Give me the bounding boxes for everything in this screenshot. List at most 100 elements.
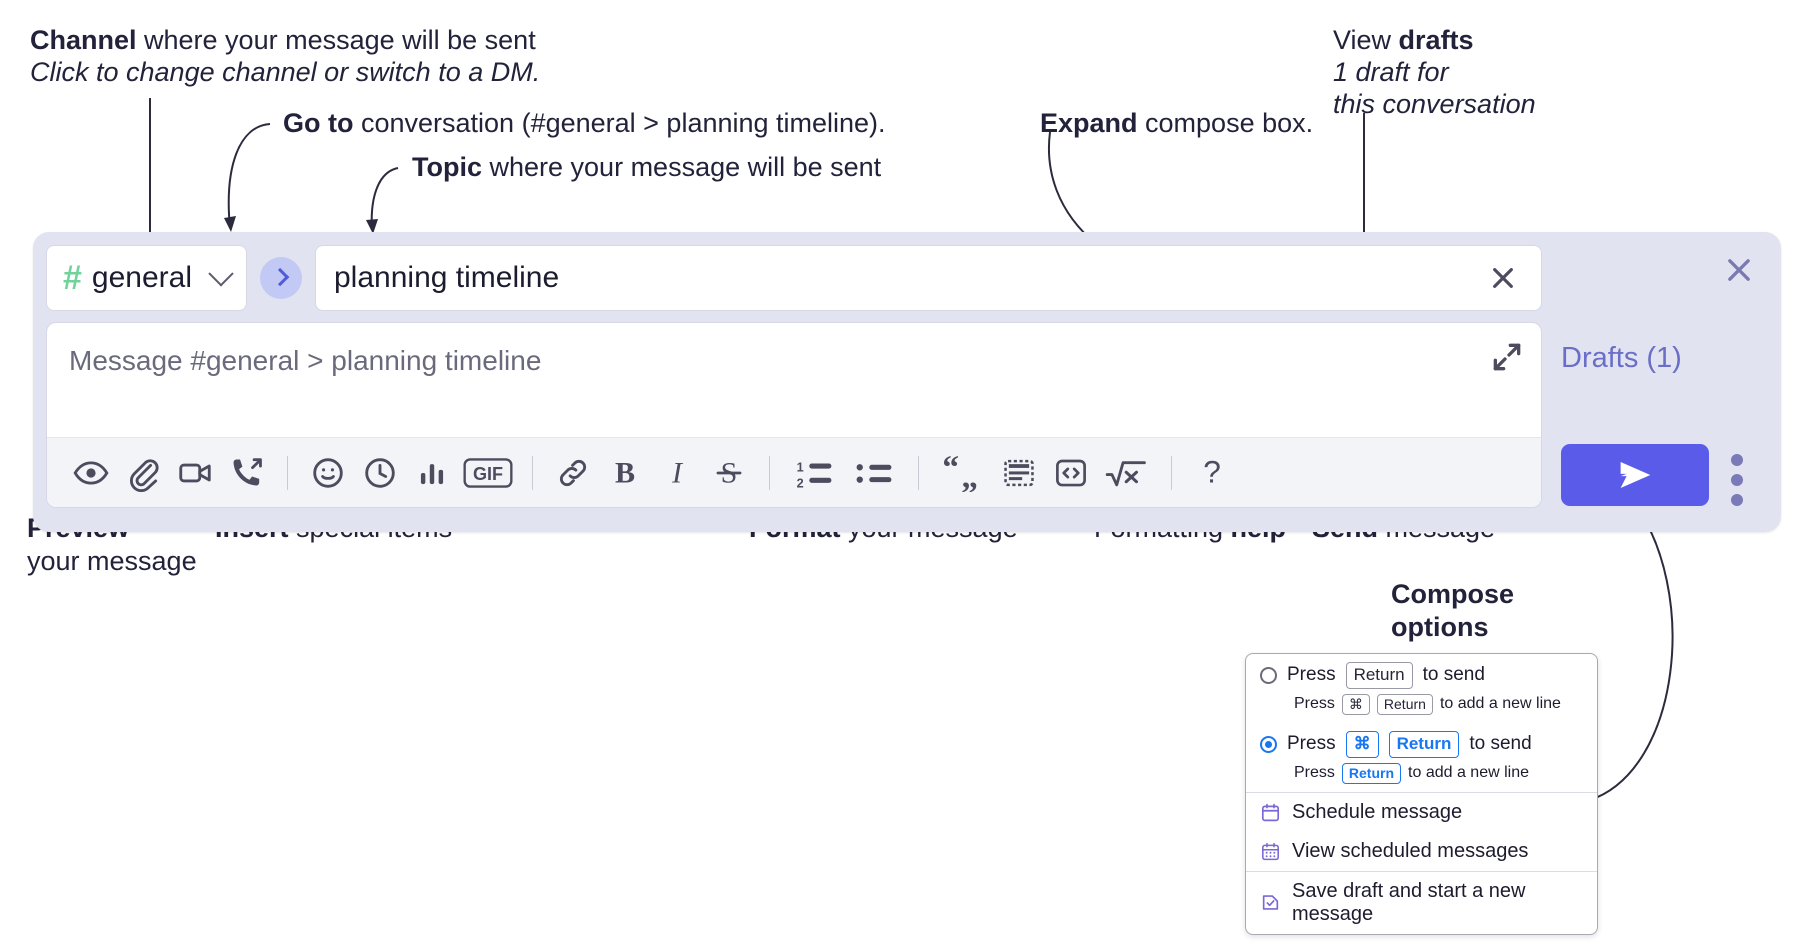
help-icon[interactable]: ? [1186, 447, 1238, 499]
key-return-sub: Return [1341, 762, 1402, 784]
annotation-preview-rest: your message [27, 543, 197, 579]
clock-icon[interactable] [354, 447, 406, 499]
send-option-cmd-return[interactable]: Press ⌘ Return to send Press Return to a… [1246, 723, 1597, 792]
close-icon[interactable] [1719, 250, 1759, 290]
drafts-link[interactable]: Drafts (1) [1561, 342, 1682, 374]
svg-text:„: „ [961, 458, 978, 492]
attachment-icon[interactable] [117, 447, 169, 499]
close-icon[interactable] [1483, 258, 1523, 298]
more-vertical-icon[interactable] [1731, 454, 1743, 506]
message-editor[interactable]: Message #general > planning timeline [46, 322, 1542, 508]
ordered-list-one: 1 [797, 460, 804, 474]
radio-button-return[interactable] [1260, 666, 1277, 684]
compose-main-column: # general planning timeline Message #gen… [46, 245, 1542, 519]
send-option-return-row: Press Return to send [1260, 662, 1583, 689]
send-option-return[interactable]: Press Return to send Press ⌘ Return to a… [1246, 654, 1597, 723]
menu-item-save-draft[interactable]: Save draft and start a new message [1246, 872, 1597, 934]
menu-item-label: Save draft and start a new message [1292, 879, 1526, 925]
send-option-cmd-return-row: Press ⌘ Return to send [1260, 730, 1583, 758]
italic-label: I [671, 455, 684, 489]
channel-name-label: general [91, 261, 192, 294]
gif-label: GIF [473, 463, 503, 483]
annotation-channel-bold: Channel [30, 25, 137, 55]
code-block-icon[interactable] [993, 447, 1045, 499]
formatting-toolbar: GIF B I [47, 437, 1541, 507]
phone-forward-icon[interactable] [221, 447, 273, 499]
press-label: Press [1287, 733, 1336, 755]
key-return-sub: Return [1376, 693, 1433, 715]
compose-box: # general planning timeline Message #gen… [33, 232, 1781, 532]
annotation-compose-options-line1: Compose [1391, 579, 1515, 609]
hash-icon: # [63, 259, 82, 297]
annotation-drafts: View drafts [1333, 22, 1474, 58]
ordered-list-icon[interactable]: 1 2 [784, 447, 844, 499]
toolbar-separator [769, 455, 770, 490]
annotation-expand-rest: compose box. [1137, 108, 1314, 138]
kebab-dot [1731, 474, 1743, 486]
annotation-channel-rest: where your message will be sent [136, 25, 536, 55]
annotation-goto: Go to conversation (#general > planning … [283, 105, 886, 141]
annotation-drafts-sub1: 1 draft for [1333, 54, 1449, 90]
save-draft-icon [1260, 892, 1281, 913]
annotation-expand: Expand compose box. [1040, 105, 1313, 141]
gif-icon[interactable]: GIF [458, 447, 518, 499]
video-icon[interactable] [169, 447, 221, 499]
calendar-grid-icon [1260, 841, 1281, 862]
annotation-drafts-sub2: this conversation [1333, 86, 1536, 122]
annotation-drafts-prefix: View [1333, 25, 1399, 55]
leader-goto [227, 123, 271, 229]
chevron-right-icon [270, 267, 289, 286]
math-icon[interactable] [1097, 447, 1157, 499]
toolbar-separator [287, 455, 288, 490]
send-button[interactable] [1561, 444, 1709, 506]
calendar-icon [1260, 802, 1281, 823]
key-command: ⌘ [1345, 730, 1379, 758]
channel-selector[interactable]: # general [46, 245, 247, 311]
menu-divider [1246, 791, 1597, 793]
poll-icon[interactable] [406, 447, 458, 499]
press-label-sub: Press [1294, 695, 1335, 713]
send-option-cmd-return-hint: Press Return to add a new line [1294, 762, 1583, 784]
strikethrough-icon[interactable]: S [703, 447, 755, 499]
leader-compose-options [1589, 499, 1674, 801]
annotation-goto-rest: conversation (#general > planning timeli… [353, 108, 886, 138]
kebab-dot [1731, 494, 1743, 506]
annotation-channel-sub-text: Click to change channel or switch to a D… [30, 57, 541, 87]
annotation-compose-options-2: options [1391, 609, 1488, 645]
newline-hint: to add a new line [1408, 764, 1530, 782]
press-label: Press [1287, 664, 1336, 686]
toolbar-separator [1171, 455, 1172, 490]
svg-text:“: “ [942, 454, 959, 486]
code-icon[interactable] [1045, 447, 1097, 499]
goto-conversation-button[interactable] [260, 257, 302, 299]
ordered-list-two: 2 [797, 476, 804, 490]
menu-item-label: Schedule message [1292, 800, 1463, 823]
key-return: Return [1388, 730, 1460, 758]
toolbar-separator [532, 455, 533, 490]
link-icon[interactable] [547, 447, 599, 499]
bulleted-list-icon[interactable] [844, 447, 904, 499]
kebab-dot [1731, 454, 1743, 466]
bold-icon[interactable]: B [599, 447, 651, 499]
annotation-topic-bold: Topic [412, 152, 482, 182]
menu-item-view-scheduled-messages[interactable]: View scheduled messages [1246, 832, 1597, 871]
menu-divider [1246, 870, 1597, 872]
annotation-expand-bold: Expand [1040, 108, 1138, 138]
newline-hint: to add a new line [1439, 695, 1561, 713]
annotation-channel: Channel where your message will be sent [30, 22, 536, 58]
expand-diagonal-icon[interactable] [1487, 337, 1527, 377]
emoji-icon[interactable] [302, 447, 354, 499]
italic-icon[interactable]: I [651, 447, 703, 499]
blockquote-icon[interactable]: “ „ [933, 447, 993, 499]
annotation-compose-options-1: Compose [1391, 576, 1514, 612]
menu-item-schedule-message[interactable]: Schedule message [1246, 793, 1597, 832]
radio-button-cmd-return[interactable] [1260, 735, 1277, 753]
toolbar-separator [918, 455, 919, 490]
press-label-sub: Press [1294, 764, 1335, 782]
preview-icon[interactable] [65, 447, 117, 499]
key-command: ⌘ [1341, 693, 1370, 715]
annotation-channel-sub: Click to change channel or switch to a D… [30, 54, 540, 90]
annotation-preview-rest-text: your message [27, 546, 197, 576]
topic-input[interactable]: planning timeline [315, 245, 1542, 311]
to-send-label: to send [1469, 733, 1532, 755]
